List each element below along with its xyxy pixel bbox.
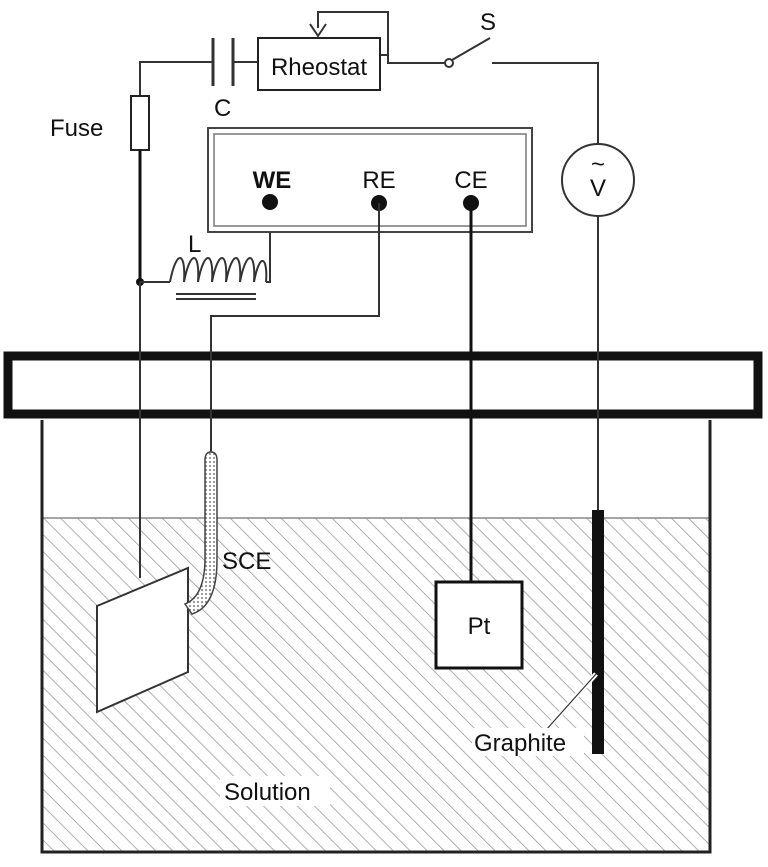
we-label: WE [253, 167, 292, 194]
left-top-wire [139, 61, 213, 96]
graphite-label-bg [472, 728, 584, 756]
graphite-pointer-line-edge [545, 673, 597, 731]
graphite-label: Graphite [474, 730, 566, 757]
fuse-label: Fuse [50, 115, 103, 142]
rheostat-slider-arrow-icon [309, 23, 327, 38]
we-terminal [262, 194, 278, 210]
solution-label-bg [220, 776, 330, 806]
tank-wall [40, 420, 712, 854]
sce-label: SCE [222, 548, 271, 575]
re-label: RE [362, 167, 395, 194]
rheostat-box [257, 37, 381, 91]
graphite-electrode [592, 510, 604, 754]
capacitor-label: C [214, 95, 231, 122]
pt-electrode-box [434, 580, 524, 670]
voltmeter-label: V [590, 175, 606, 202]
tank-lid [3, 351, 763, 419]
inductor-label: L [188, 231, 201, 258]
inductor-coil [169, 257, 268, 283]
switch-to-voltmeter-wire [492, 62, 599, 155]
ce-label: CE [454, 167, 487, 194]
pt-label: Pt [468, 613, 491, 640]
rheostat-label: Rheostat [271, 54, 367, 81]
switch-symbol [444, 37, 491, 68]
capacitor-symbol [211, 38, 235, 86]
potentiostat-box-outer [207, 127, 533, 233]
rheostat-slider-wire [317, 11, 389, 55]
working-electrode-plate [96, 566, 189, 714]
switch-label: S [480, 9, 496, 36]
fuse-symbol [130, 95, 150, 151]
re-to-sce-wire [210, 203, 380, 452]
potentiostat-box-inner [213, 133, 527, 227]
rheostat-to-switch-wire [380, 54, 448, 64]
voltmeter-symbol: ~ [591, 151, 605, 178]
solution-label: Solution [224, 779, 311, 806]
sce-electrode [183, 451, 218, 615]
